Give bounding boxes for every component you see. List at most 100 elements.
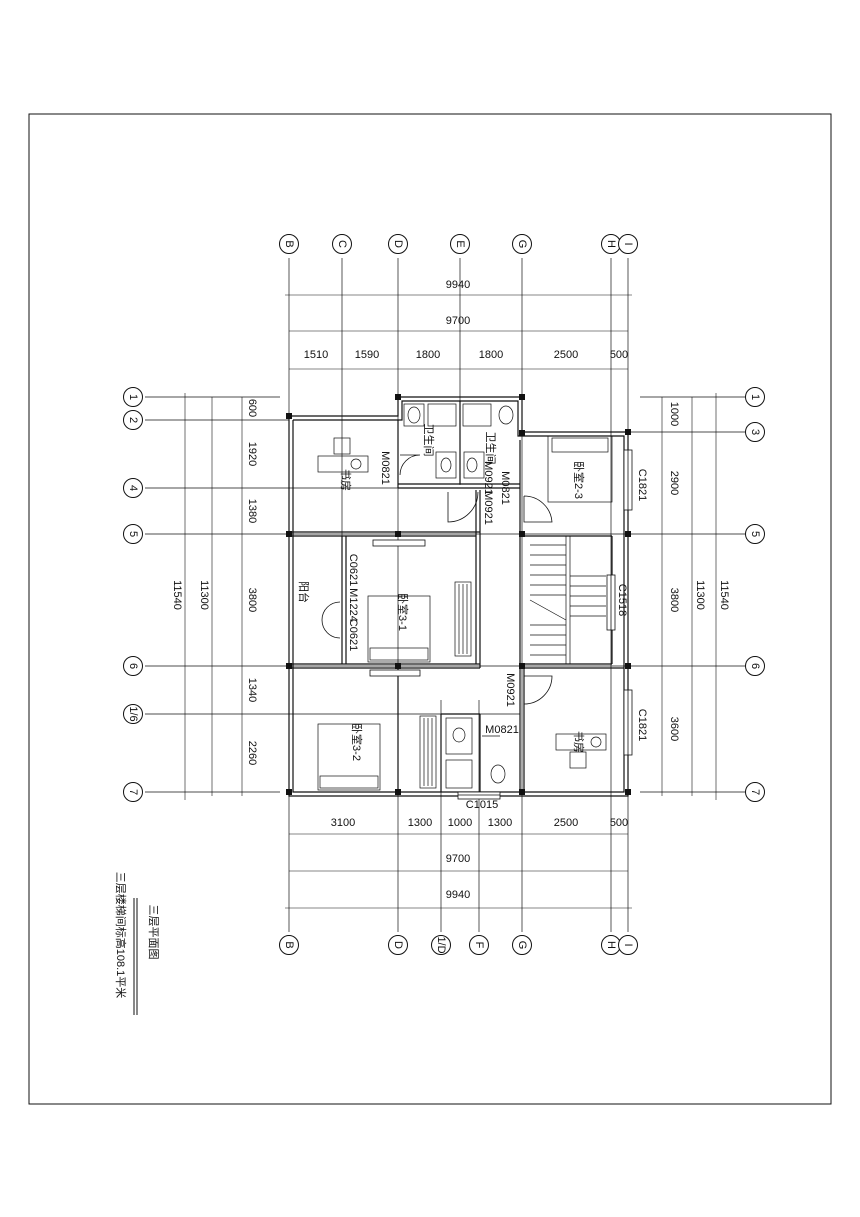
axis-left-1-label: 2: [127, 417, 139, 423]
dim-left-seg-4: 1340: [246, 678, 258, 702]
axis-left-6: 7: [123, 782, 143, 802]
axis-top-4: G: [512, 234, 532, 254]
dim-bottom-axis-total: 9700: [446, 853, 470, 865]
dim-left-seg-0: 600: [246, 399, 258, 417]
opening-11: C1821: [636, 709, 648, 741]
axis-bottom-3: F: [469, 935, 489, 955]
axis-left-4-label: 6: [127, 663, 139, 669]
opening-12: C1015: [466, 799, 498, 811]
dim-bottom-seg-4: 2500: [554, 817, 578, 829]
dim-bottom-seg-1: 1300: [408, 817, 432, 829]
room-1: 卧室3-1: [396, 593, 410, 631]
axis-top-2-label: D: [392, 240, 404, 248]
axis-top-3-label: E: [454, 240, 466, 247]
axis-top-1-label: C: [336, 240, 348, 248]
axis-left-1: 2: [123, 410, 143, 430]
room-6: 书房: [339, 469, 352, 491]
opening-4: C0621: [347, 554, 359, 586]
dim-top-seg-0: 1510: [304, 349, 328, 361]
dim-top-axis-total: 9700: [446, 315, 470, 327]
dim-top-overall: 9940: [446, 279, 470, 291]
opening-8: C1518: [616, 584, 628, 616]
dim-left-seg-2: 1380: [246, 499, 258, 523]
axis-top-3: E: [450, 234, 470, 254]
dim-left-seg-5: 2260: [246, 741, 258, 765]
dim-right-overall: 11540: [718, 580, 730, 610]
dim-right-axis-total: 11300: [694, 580, 706, 610]
dim-top-seg-4: 2500: [554, 349, 578, 361]
axis-bottom-1-label: D: [392, 941, 404, 949]
axis-left-4: 6: [123, 656, 143, 676]
opening-7: C1821: [636, 469, 648, 501]
axis-bottom-1: D: [388, 935, 408, 955]
dim-right-seg-3: 3600: [668, 717, 680, 741]
axis-bottom-5-label: H: [605, 941, 617, 949]
dim-bottom-seg-3: 1300: [488, 817, 512, 829]
axis-right-2-label: 5: [749, 531, 761, 537]
axis-left-3-label: 5: [127, 531, 139, 537]
dimension-lines: [184, 294, 717, 909]
dim-bottom-seg-2: 1000: [448, 817, 472, 829]
axis-bottom-4-label: G: [516, 941, 528, 950]
axis-top-1: C: [332, 234, 352, 254]
axis-bottom-5: H: [601, 935, 621, 955]
dim-left-seg-1: 1920: [246, 442, 258, 466]
axis-bottom-0: B: [279, 935, 299, 955]
axis-right-1: 3: [745, 422, 765, 442]
dim-left-axis-total: 11300: [198, 580, 210, 610]
axis-top-2: D: [388, 234, 408, 254]
opening-10: M0821: [485, 724, 519, 736]
dim-bottom-seg-0: 3100: [331, 817, 355, 829]
opening-3: M0921: [482, 491, 494, 525]
opening-9: M0921: [504, 673, 516, 707]
axis-top-6-label: I: [622, 242, 634, 245]
axis-bottom-3-label: F: [473, 942, 485, 949]
axis-top-6: I: [618, 234, 638, 254]
room-0: 卧室2-3: [572, 461, 586, 499]
dim-left-overall: 11540: [171, 580, 183, 610]
axis-right-2: 5: [745, 524, 765, 544]
opening-2: M0821: [499, 471, 511, 505]
opening-0: M0821: [379, 451, 391, 485]
axis-right-0-label: 1: [749, 394, 761, 400]
dim-right-seg-0: 1000: [668, 402, 680, 426]
dim-right-seg-2: 3800: [668, 588, 680, 612]
axis-top-0-label: B: [283, 240, 295, 247]
axis-top-4-label: G: [516, 240, 528, 249]
room-4: 卫生间: [484, 432, 498, 465]
drawing-subtitle: 三层楼梯间标高108.1平米: [114, 872, 128, 999]
axis-top-5: H: [601, 234, 621, 254]
axis-bottom-2-label: 1/D: [435, 936, 447, 953]
dim-right-seg-1: 2900: [668, 471, 680, 495]
axis-right-3-label: 6: [749, 663, 761, 669]
axis-bottom-2: 1/D: [431, 935, 451, 955]
axis-left-3: 5: [123, 524, 143, 544]
axis-right-1-label: 3: [749, 429, 761, 435]
title-rules: [133, 898, 138, 1015]
opening-5: M1224: [347, 588, 359, 622]
axis-left-5-label: 1/6: [127, 706, 139, 721]
stair: [529, 536, 606, 664]
axis-left-0: 1: [123, 387, 143, 407]
axis-left-2: 4: [123, 478, 143, 498]
axis-bottom-6: I: [618, 935, 638, 955]
axis-left-0-label: 1: [127, 394, 139, 400]
room-7: 书房: [572, 731, 585, 753]
axis-left-2-label: 4: [127, 485, 139, 491]
axis-top-0: B: [279, 234, 299, 254]
drawing-title: 三层平面图: [147, 905, 160, 960]
axis-right-3: 6: [745, 656, 765, 676]
axis-left-5: 1/6: [123, 704, 143, 724]
furniture: [317, 403, 613, 791]
dim-top-seg-3: 1800: [479, 349, 503, 361]
room-2: 卧室3-2: [350, 723, 364, 761]
axis-bottom-6-label: I: [622, 943, 634, 946]
axis-bottom-0-label: B: [283, 941, 295, 948]
column-markers: [286, 394, 631, 795]
axis-right-4: 7: [745, 782, 765, 802]
room-5: 阳台: [297, 581, 311, 603]
axis-right-4-label: 7: [749, 789, 761, 795]
opening-1: M0921: [482, 461, 494, 495]
